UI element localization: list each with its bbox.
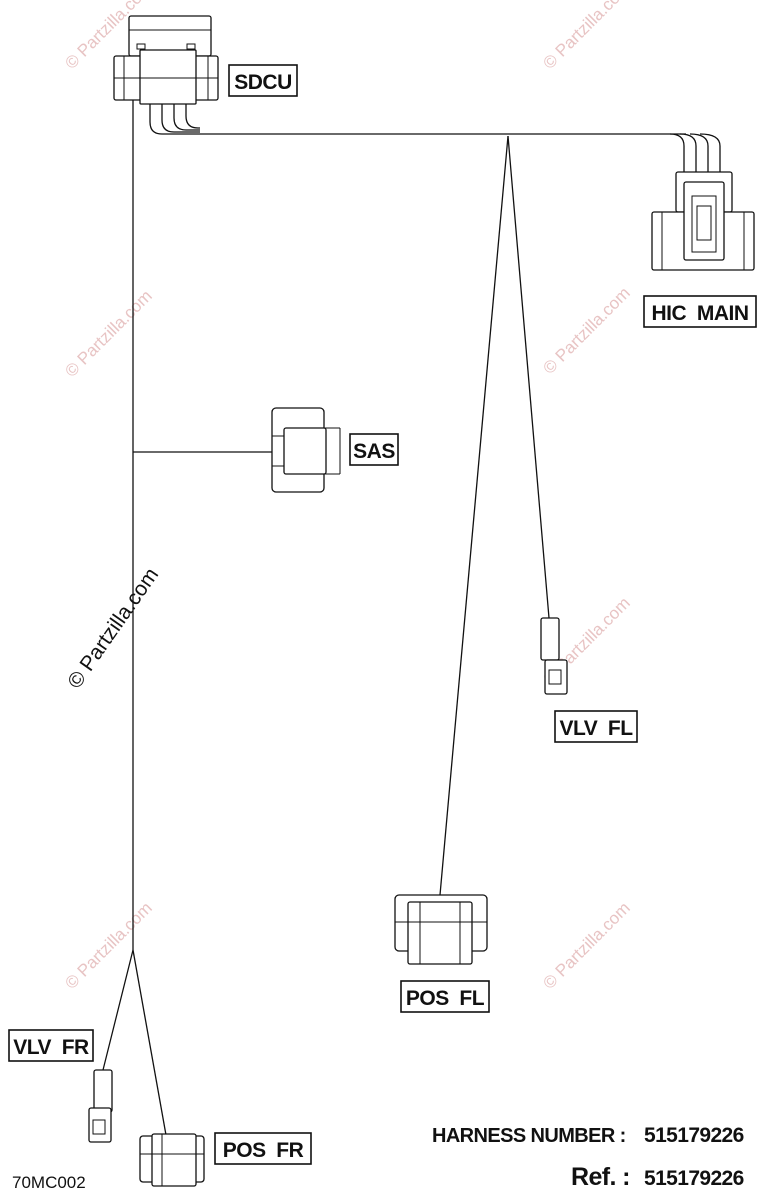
label-sas: SAS [349, 433, 399, 466]
ref-label: Ref. : [571, 1163, 630, 1191]
wire-vlv-fl-branch [507, 135, 550, 619]
sas-connector [271, 407, 341, 493]
label-vlv-fr: VLV FR [8, 1029, 94, 1062]
watermark-mid-left: © Partzilla.com [61, 286, 155, 380]
wire-hic-lead-4 [699, 133, 721, 172]
label-vlv-fr-text: VLV FR [13, 1036, 89, 1059]
label-vlv-fl: VLV FL [554, 710, 638, 743]
wire-sdcu-lead-2 [161, 104, 200, 133]
watermark-top-right: © Partzilla.com [539, 0, 633, 73]
wire-hic-lead-3 [689, 133, 709, 172]
harness-number-label: HARNESS NUMBER : [432, 1125, 626, 1147]
label-pos-fl-text: POS FL [406, 987, 485, 1010]
wire-pos-fl-branch [439, 135, 509, 896]
harness-number-value: 515179226 [644, 1124, 744, 1147]
label-sdcu-text: SDCU [234, 71, 292, 94]
watermark-bottom-right: © Partzilla.com [539, 898, 633, 992]
ref-value: 515179226 [644, 1167, 744, 1190]
vlv-fr-connector [88, 1069, 113, 1143]
label-vlv-fl-text: VLV FL [559, 717, 633, 740]
pos-fr-connector [139, 1133, 205, 1187]
label-pos-fl: POS FL [400, 980, 490, 1013]
vlv-fl-connector [540, 617, 568, 695]
wire-vlv-fr-branch [102, 949, 134, 1071]
watermark-layer: © Partzilla.com © Partzilla.com © Partzi… [61, 0, 633, 993]
hic-main-connector [651, 171, 755, 271]
label-hic-main: HIC MAIN [643, 295, 757, 328]
wire-sdcu-lead-3 [173, 104, 200, 131]
wire-hic-lead-1 [669, 133, 685, 172]
wire-sdcu-lead-1 [149, 104, 200, 135]
watermark-main: © Partzilla.com [63, 564, 163, 693]
label-hic-main-text: HIC MAIN [652, 302, 749, 325]
wire-hic-lead-2 [679, 133, 697, 172]
wire-layer [102, 100, 721, 1136]
sdcu-connector [113, 15, 219, 105]
watermark-mid-right: © Partzilla.com [539, 283, 633, 377]
watermark-bottom-left: © Partzilla.com [61, 898, 155, 992]
wire-pos-fr-branch [132, 949, 167, 1136]
pos-fl-connector [394, 894, 488, 965]
label-sdcu: SDCU [228, 64, 298, 97]
label-sas-text: SAS [353, 440, 395, 463]
wire-sdcu-lead-4 [185, 104, 200, 129]
label-pos-fr: POS FR [214, 1132, 312, 1165]
figure-code: 70MC002 [12, 1173, 86, 1192]
label-pos-fr-text: POS FR [223, 1139, 304, 1162]
